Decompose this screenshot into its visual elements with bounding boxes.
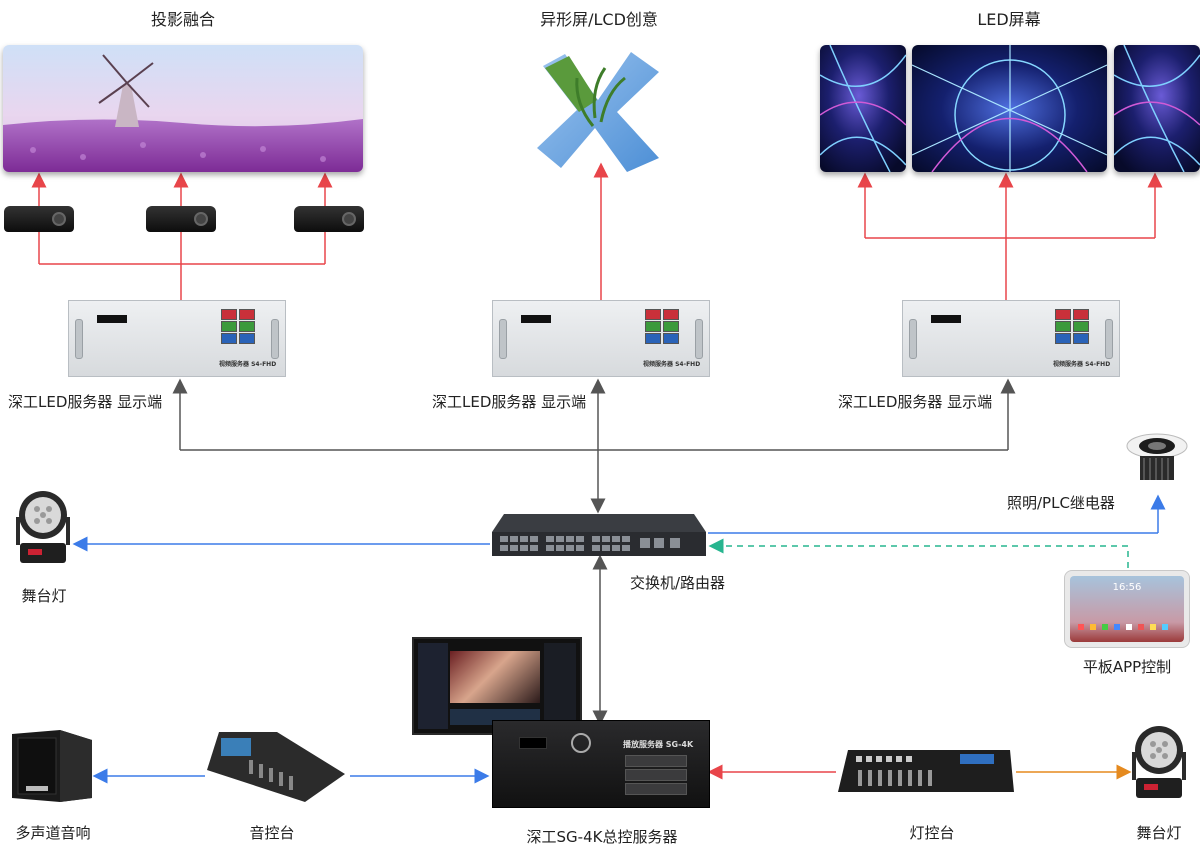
server-middle-label: 深工LED服务器 显示端	[432, 393, 587, 411]
projection-image	[3, 45, 363, 172]
network-wires	[172, 378, 1016, 726]
projection-wires	[31, 172, 333, 300]
led-screen-title: LED屏幕	[977, 10, 1041, 29]
led-server-right: 视频服务器 S4-FHD	[902, 300, 1120, 377]
speaker-label: 多声道音响	[15, 824, 91, 842]
server-panel-text: 视频服务器 S4-FHD	[643, 361, 701, 368]
led-server-left: 视频服务器 S4-FHD	[68, 300, 286, 377]
led-server-middle: 视频服务器 S4-FHD	[492, 300, 710, 377]
control-monitor-icon	[412, 637, 582, 735]
led-panel-right	[1114, 45, 1200, 172]
special-shape-screen-image	[535, 48, 661, 172]
server-panel-text: 视频服务器 S4-FHD	[219, 361, 277, 368]
audio-mixer-icon	[205, 730, 347, 804]
tablet-icon: 16:56	[1064, 570, 1190, 648]
master-server-label: 深工SG-4K总控服务器	[526, 828, 678, 846]
switch-label: 交换机/路由器	[630, 574, 726, 592]
mixer-label: 音控台	[249, 824, 295, 842]
projector-icon	[4, 206, 74, 232]
stage-light-left-label: 舞台灯	[21, 587, 67, 605]
stage-light-icon	[1126, 722, 1192, 804]
network-switch-icon	[490, 512, 708, 558]
led-panel-left	[820, 45, 906, 172]
stage-light-icon	[10, 487, 76, 569]
lighting-label: 照明/PLC继电器	[1007, 494, 1115, 512]
brand-logo-icon	[571, 733, 591, 753]
projector-icon	[146, 206, 216, 232]
projector-icon	[294, 206, 364, 232]
server-left-label: 深工LED服务器 显示端	[8, 393, 163, 411]
speaker-icon	[8, 728, 94, 804]
stage-light-right-label: 舞台灯	[1136, 824, 1182, 842]
tablet-clock: 16:56	[1112, 582, 1142, 593]
special-screen-title: 异形屏/LCD创意	[540, 10, 658, 29]
server-right-label: 深工LED服务器 显示端	[838, 393, 993, 411]
server-panel-text: 视频服务器 S4-FHD	[1053, 361, 1111, 368]
master-server-icon: 播放服务器 SG-4K	[492, 720, 710, 808]
projection-title: 投影融合	[150, 10, 216, 29]
switch-to-lighting-wire	[708, 494, 1166, 534]
light-console-label: 灯控台	[909, 824, 955, 842]
led-panel-center	[912, 45, 1107, 172]
master-panel-text: 播放服务器 SG-4K	[623, 740, 694, 749]
tablet-label: 平板APP控制	[1082, 658, 1172, 676]
light-console-icon	[836, 748, 1016, 796]
windmill-icon	[98, 54, 154, 127]
led-wires	[857, 172, 1163, 300]
tablet-to-switch-wire	[708, 538, 1129, 568]
downlight-icon	[1124, 432, 1190, 494]
